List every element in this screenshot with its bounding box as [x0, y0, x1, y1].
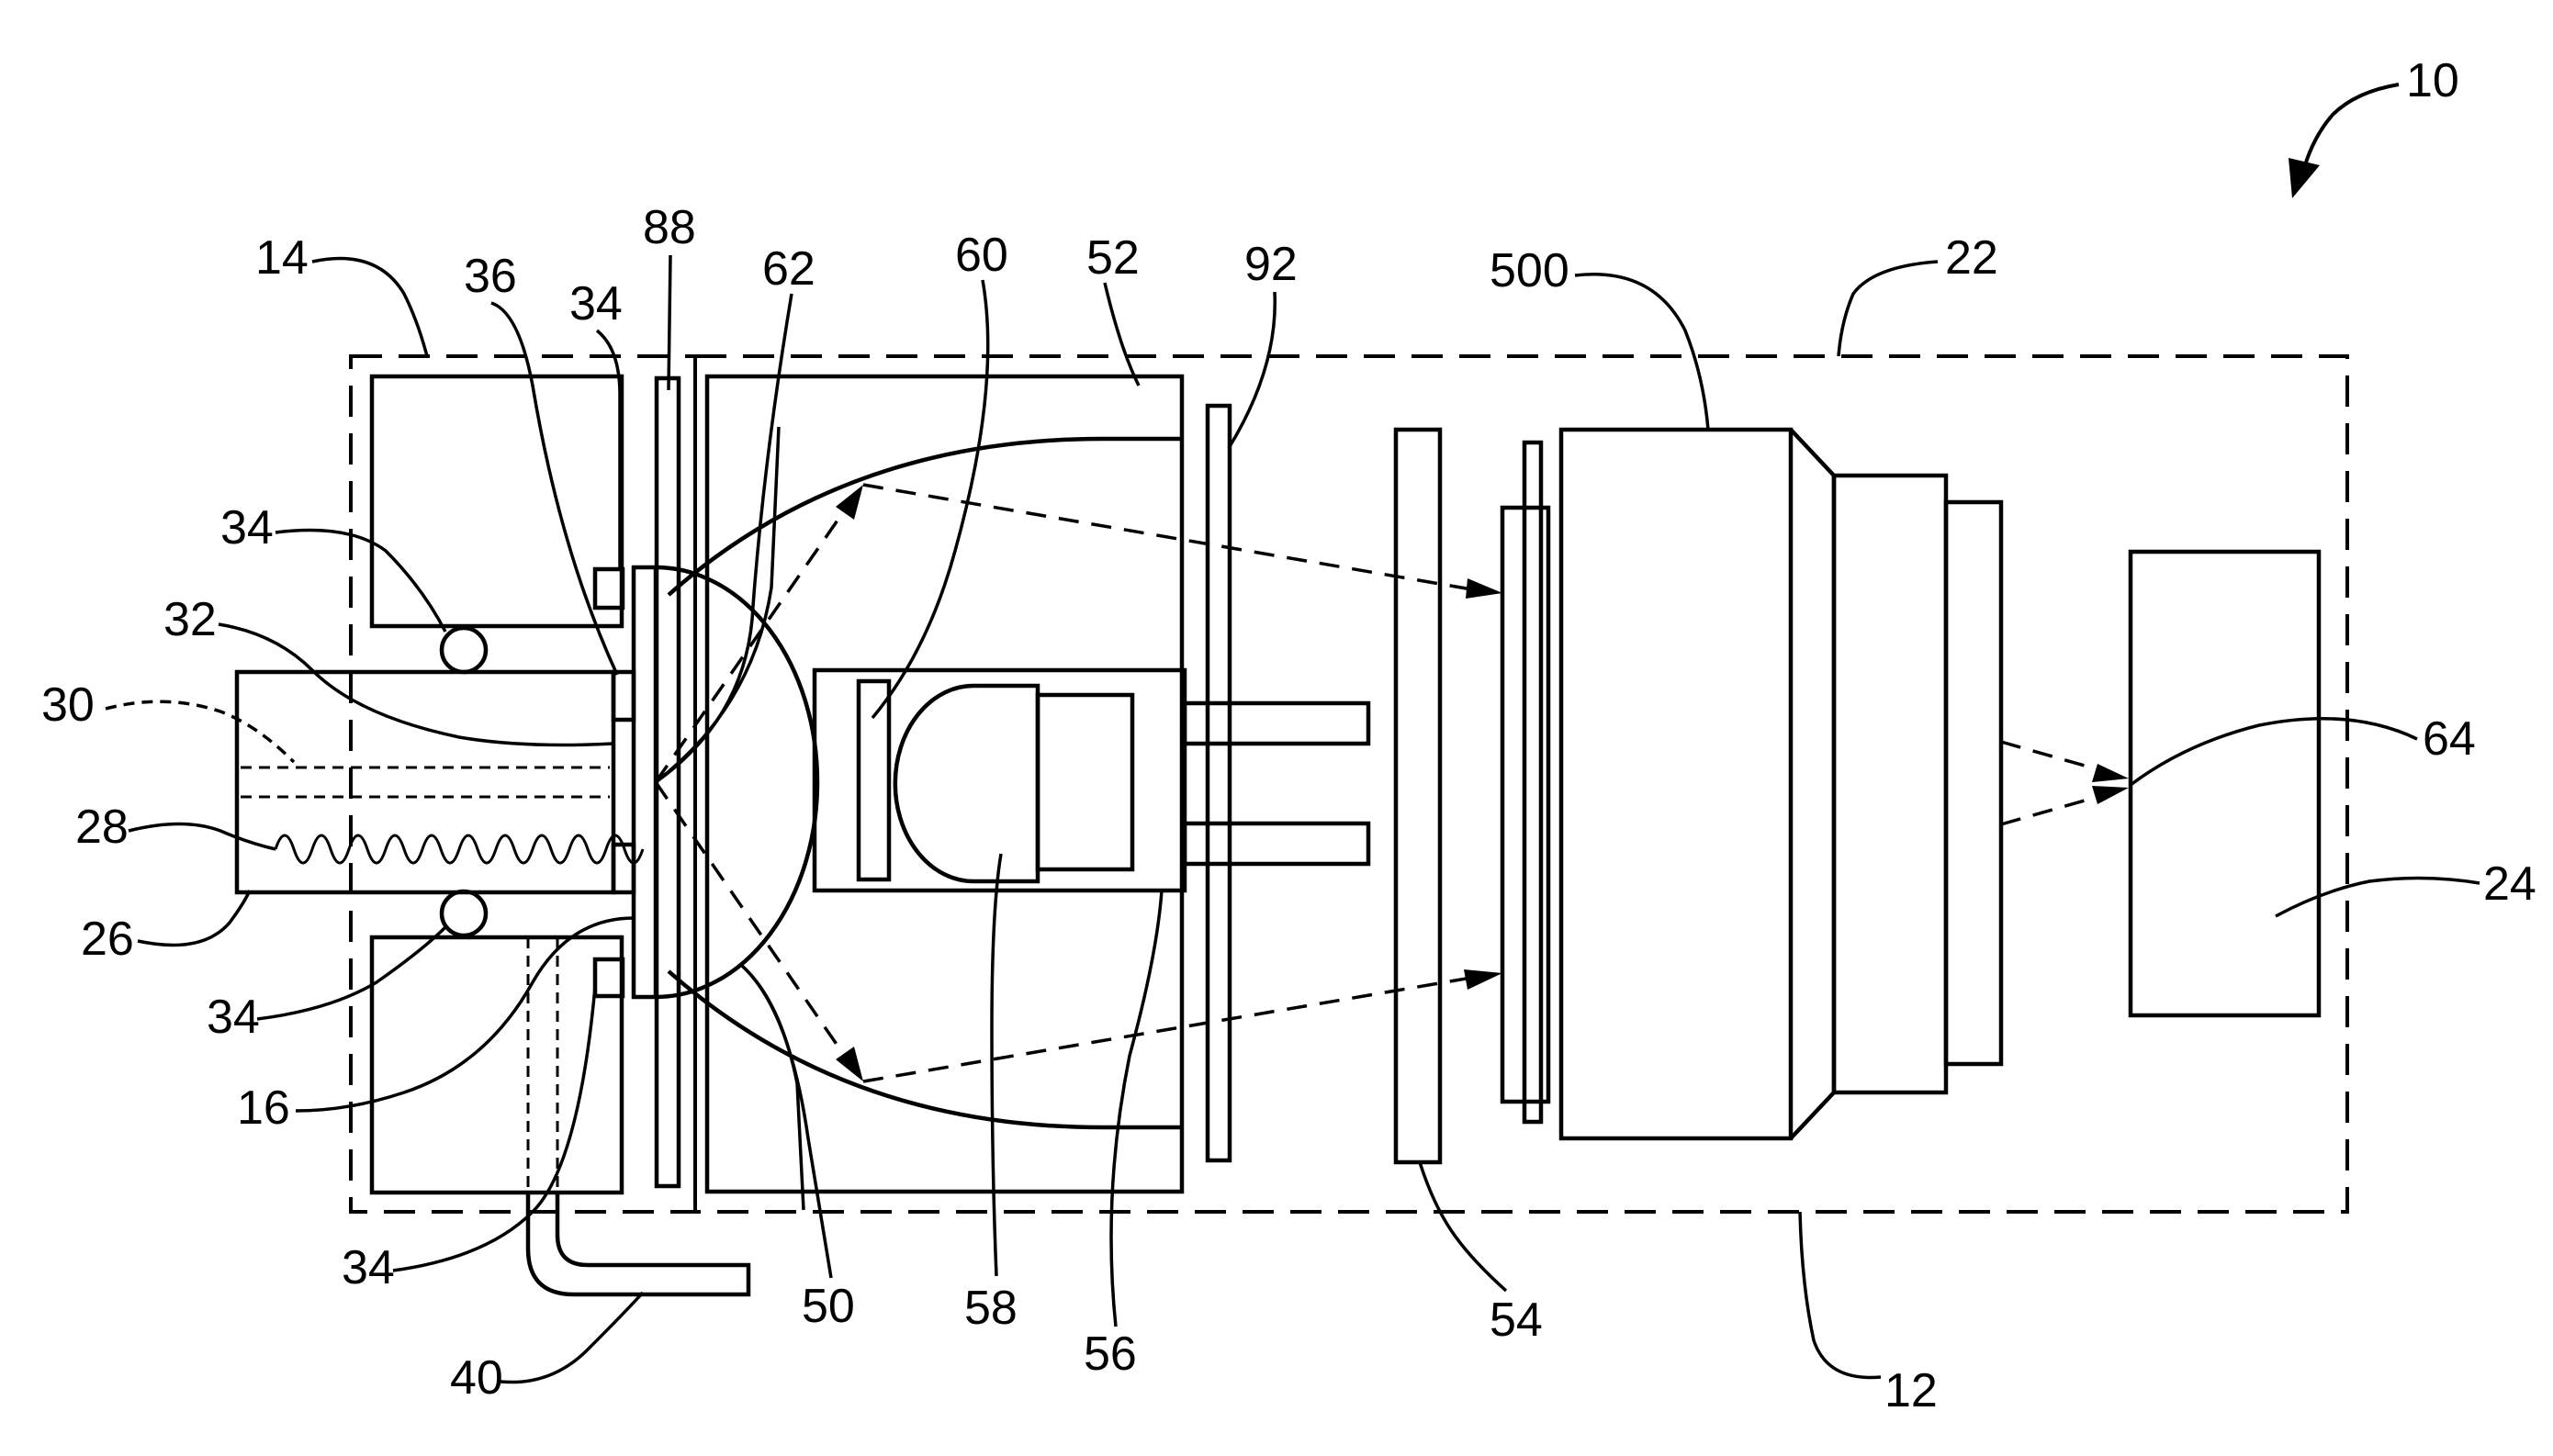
label-26: 26 — [81, 913, 134, 966]
label-22: 22 — [1945, 231, 1998, 285]
label-34-left-upper: 34 — [220, 501, 274, 554]
plate-54 — [1396, 430, 1440, 1162]
label-88: 88 — [643, 201, 696, 254]
label-40: 40 — [450, 1351, 503, 1405]
leader-54 — [1420, 1162, 1506, 1291]
seal-block-top — [595, 569, 623, 608]
label-56: 56 — [1084, 1327, 1137, 1381]
ray-lens-to-sensor-upper — [2001, 742, 2110, 773]
lens-mid — [1834, 476, 1946, 1092]
leader-60 — [872, 280, 988, 718]
ray-pointer-lower — [742, 966, 804, 1210]
label-64: 64 — [2423, 712, 2476, 766]
label-54: 54 — [1490, 1294, 1543, 1347]
label-52: 52 — [1086, 231, 1140, 285]
leader-56 — [1111, 890, 1162, 1327]
arrowhead-1 — [836, 485, 863, 520]
leader-50 — [742, 966, 831, 1278]
ray-pointer-upper — [656, 427, 779, 782]
label-12: 12 — [1884, 1364, 1938, 1417]
leader-30 — [106, 701, 294, 762]
window-16 — [634, 567, 656, 997]
spacer-upper — [613, 672, 634, 720]
arrowhead-2 — [836, 1047, 863, 1081]
label-28: 28 — [75, 801, 129, 854]
housing-14 — [351, 356, 695, 1212]
label-16: 16 — [237, 1081, 290, 1135]
ray-center-up — [656, 494, 856, 782]
spacer-lower — [613, 845, 634, 892]
component-60 — [859, 681, 889, 879]
leader-58 — [992, 854, 1001, 1276]
sensor-24 — [2131, 552, 2319, 1015]
label-10: 10 — [2406, 54, 2459, 107]
lens-taper — [1791, 430, 1834, 1138]
plate-92 — [1208, 406, 1230, 1160]
label-34-left-lower: 34 — [207, 991, 260, 1044]
leader-32 — [219, 624, 613, 745]
leader-52 — [1105, 283, 1139, 386]
housing-12 — [695, 356, 2347, 1212]
label-92: 92 — [1244, 238, 1298, 291]
leader-26 — [138, 890, 250, 946]
reflector-mirror-50 — [669, 971, 1182, 1127]
connector-lower — [1185, 823, 1368, 864]
arrowhead-4 — [1464, 969, 1502, 990]
label-24: 24 — [2483, 857, 2536, 911]
label-30: 30 — [41, 678, 95, 732]
label-50: 50 — [802, 1280, 855, 1333]
label-14: 14 — [255, 231, 309, 285]
label-58: 58 — [964, 1282, 1018, 1335]
lens-barrel-500 — [1561, 430, 1791, 1138]
lens-58 — [895, 686, 1038, 881]
filament-coil-28 — [276, 835, 643, 863]
leader-34d — [393, 987, 595, 1271]
seal-34-lower — [442, 891, 486, 935]
label-32: 32 — [163, 593, 217, 646]
leader-64 — [2131, 719, 2417, 785]
label-60: 60 — [955, 229, 1008, 282]
connector-upper — [1185, 703, 1368, 744]
leader-12 — [1800, 1212, 1881, 1378]
label-34-top: 34 — [569, 277, 623, 330]
label-500: 500 — [1490, 244, 1569, 297]
arrow-10-head — [2289, 158, 2320, 198]
arrow-10-shaft — [2305, 84, 2399, 165]
reflector-mirror-52 — [669, 439, 1182, 595]
leader-24 — [2276, 878, 2480, 916]
lens-end — [1946, 502, 2001, 1064]
arrowhead-6 — [2092, 786, 2129, 804]
label-62: 62 — [762, 242, 815, 296]
seal-34-upper — [442, 628, 486, 672]
thin-plate — [1524, 442, 1541, 1122]
seal-block-bottom — [595, 959, 623, 996]
label-34-bottom: 34 — [342, 1241, 395, 1294]
leader-14 — [312, 259, 427, 356]
leader-34a — [597, 330, 620, 567]
leader-36 — [491, 303, 617, 675]
leader-88 — [669, 255, 670, 390]
arrowhead-3 — [1466, 578, 1502, 599]
leader-500 — [1575, 274, 1708, 430]
leader-92 — [1229, 292, 1275, 448]
leader-62 — [656, 294, 792, 782]
label-36: 36 — [464, 250, 517, 303]
fiber-40 — [528, 1193, 748, 1294]
plate-88 — [657, 378, 679, 1186]
ray-center-down — [656, 782, 856, 1072]
leader-34b — [276, 531, 445, 633]
leader-28 — [129, 824, 276, 850]
ray-lens-to-sensor-lower — [2001, 793, 2110, 824]
leader-40 — [500, 1293, 643, 1383]
lens-58-body — [1038, 695, 1132, 869]
leader-22 — [1839, 262, 1938, 356]
arrowhead-5 — [2092, 764, 2129, 782]
